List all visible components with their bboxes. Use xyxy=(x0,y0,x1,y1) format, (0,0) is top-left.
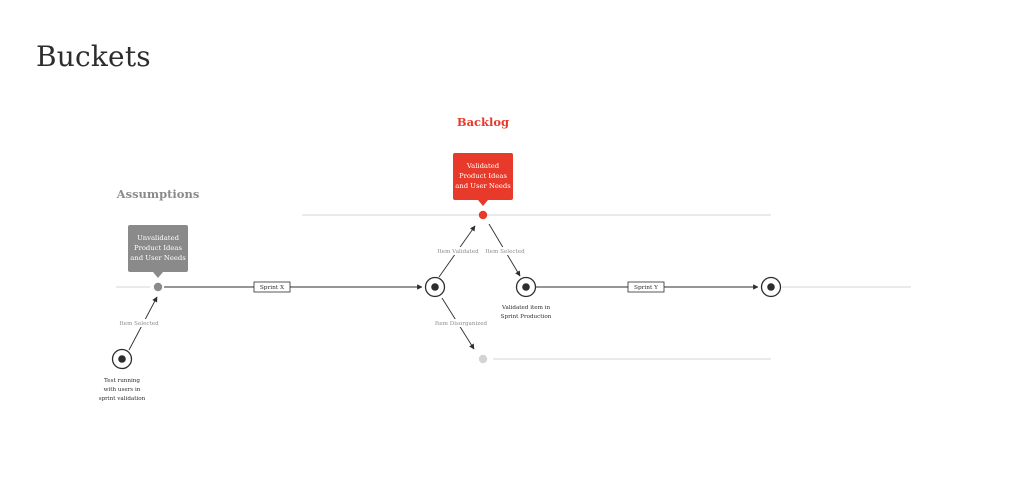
edge-label-text: Item Validated xyxy=(437,249,479,255)
sprint-x-label: Sprint X xyxy=(260,285,285,291)
backlog-callout: Validated Product Ideas and User Needs xyxy=(453,153,513,206)
backlog-node xyxy=(478,210,488,220)
test-start-node xyxy=(111,348,133,370)
page-title: Buckets xyxy=(36,40,151,73)
edge-label-text: Item Disorganized xyxy=(435,321,488,327)
test-running-line-3: sprint validation xyxy=(99,396,146,402)
validated-item-line-2: Sprint Production xyxy=(501,314,552,320)
hub-node xyxy=(424,276,446,298)
end-node xyxy=(760,276,782,298)
validated-item-note: Validated item in Sprint Production xyxy=(501,305,552,320)
assumption-node xyxy=(153,282,163,292)
test-running-note: Test running with users in sprint valida… xyxy=(99,378,146,402)
assumptions-callout-line-3: and User Needs xyxy=(130,254,186,262)
edge-label-item-selected-left: Item Selected xyxy=(118,319,160,327)
test-running-line-1: Test running xyxy=(104,378,140,384)
backlog-callout-line-1: Validated xyxy=(466,162,500,170)
validated-item-line-1: Validated item in xyxy=(501,305,550,311)
sprint-y-label: Sprint Y xyxy=(634,285,658,291)
test-running-line-2: with users in xyxy=(104,387,141,393)
sprint-y-box: Sprint Y xyxy=(627,281,665,293)
sprint-x-box: Sprint X xyxy=(253,281,291,293)
edge-label-item-selected-right: Item Selected xyxy=(484,247,526,255)
selected-item-node xyxy=(515,276,537,298)
edge-label-text: Item Selected xyxy=(485,249,525,255)
assumptions-callout-line-2: Product Ideas xyxy=(134,244,182,252)
assumptions-callout: Unvalidated Product Ideas and User Needs xyxy=(128,225,188,278)
backlog-callout-line-3: and User Needs xyxy=(455,182,511,190)
edge-label-text: Item Selected xyxy=(119,321,159,327)
assumptions-callout-line-1: Unvalidated xyxy=(137,234,180,242)
discard-node xyxy=(478,354,488,364)
backlog-heading: Backlog xyxy=(457,115,509,129)
backlog-callout-line-2: Product Ideas xyxy=(459,172,507,180)
edge-label-item-disorganized: Item Disorganized xyxy=(435,319,488,327)
edge-label-item-validated: Item Validated xyxy=(436,247,480,255)
assumptions-heading: Assumptions xyxy=(116,187,200,201)
